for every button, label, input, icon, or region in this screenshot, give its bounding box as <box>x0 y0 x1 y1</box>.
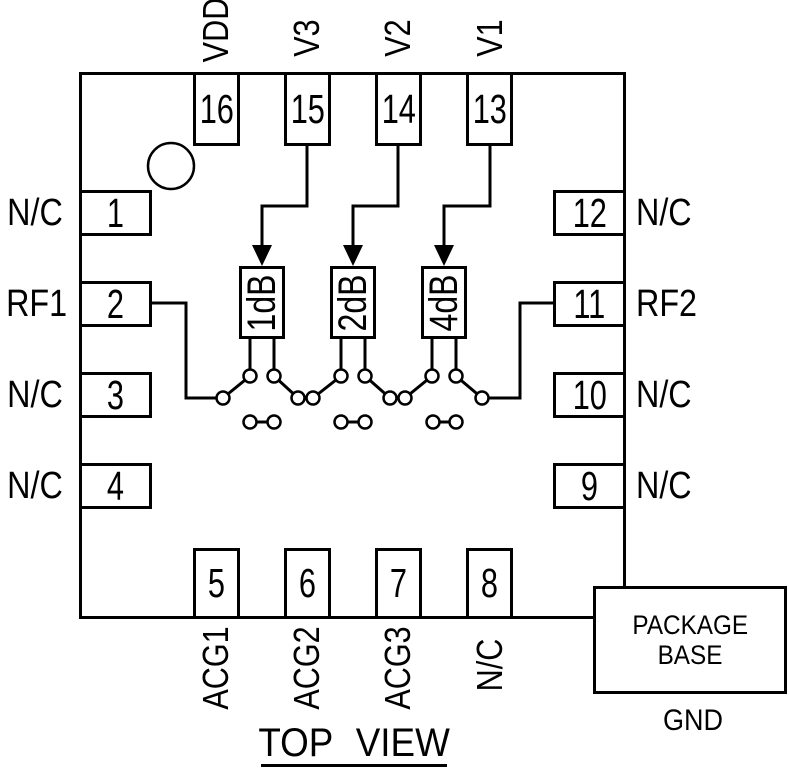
pin-4-number: 4 <box>106 462 125 509</box>
pin-1-label: N/C <box>7 192 63 234</box>
pin-1-number: 1 <box>106 189 125 236</box>
pin-6-number: 6 <box>298 560 317 606</box>
switch-node-circle <box>382 390 398 406</box>
pin-8-box: 8 <box>466 548 513 619</box>
attenuator-4db-label: 4dB <box>422 274 466 332</box>
bypass-contact-circle <box>266 414 282 430</box>
pin-15-number: 15 <box>290 85 325 132</box>
pin-5-number: 5 <box>207 560 226 606</box>
rf2-wire <box>482 301 553 400</box>
pin-8-label: N/C <box>469 638 510 692</box>
pin-7-box: 7 <box>375 548 422 619</box>
switch-contact-circle <box>448 368 464 384</box>
pin-10-number: 10 <box>572 371 607 418</box>
pin-9-number: 9 <box>580 462 599 509</box>
pin-7-label: ACG3 <box>377 626 418 710</box>
down-arrow-icon <box>434 245 454 266</box>
pin-16-label: VDD <box>195 0 236 63</box>
down-arrow-icon <box>343 245 363 266</box>
pin-16-number: 16 <box>199 85 234 132</box>
pin-1-box: 1 <box>79 190 152 236</box>
pin-13-box: 13 <box>466 72 513 146</box>
bypass-contact-circle <box>425 414 441 430</box>
package-base-box: PACKAGE BASE <box>593 586 787 694</box>
pin-9-box: 9 <box>553 463 626 509</box>
top-view-title-text: TOP VIEW <box>258 720 450 765</box>
chip-body-outline <box>79 72 626 619</box>
pin-14-box: 14 <box>375 72 422 146</box>
bypass-contact-circle <box>448 414 464 430</box>
pin-2-box: 2 <box>79 281 152 327</box>
v2-control-wire <box>351 146 400 250</box>
pin-10-label: N/C <box>636 374 692 416</box>
bypass-contact-circle <box>333 414 349 430</box>
attenuator-1db-block <box>239 266 285 339</box>
switch-contact-circle <box>242 368 258 384</box>
pin-8-number: 8 <box>480 560 499 606</box>
down-arrow-icon <box>252 245 272 266</box>
pin-3-label: N/C <box>7 374 63 416</box>
pin-14-label: V2 <box>377 19 418 57</box>
pin-15-box: 15 <box>284 72 331 146</box>
attenuator-2db-label: 2dB <box>331 274 375 332</box>
pin-6-label: ACG2 <box>286 626 327 710</box>
pin-13-number: 13 <box>472 85 507 132</box>
pin-15-label: V3 <box>286 19 327 57</box>
switch-node-circle <box>215 390 231 406</box>
switch-contact-circle <box>424 368 440 384</box>
pin-5-box: 5 <box>193 548 240 619</box>
switch-node-circle <box>305 390 321 406</box>
top-view-title: TOP VIEW <box>258 720 450 767</box>
pin1-indicator-circle <box>146 141 196 191</box>
pin-12-number: 12 <box>572 189 607 236</box>
switch-contact-circle <box>357 368 373 384</box>
pin-11-number: 11 <box>573 280 606 327</box>
pin-10-box: 10 <box>553 372 626 418</box>
attenuator-2db-block <box>330 266 376 339</box>
v1-control-wire <box>442 146 492 250</box>
pin-3-box: 3 <box>79 372 152 418</box>
pin-7-number: 7 <box>389 560 408 606</box>
switch-node-circle <box>474 390 490 406</box>
switch-contact-circle <box>266 368 282 384</box>
pin-13-label: V1 <box>469 19 510 57</box>
package-base-label-line2: BASE <box>657 640 723 670</box>
pin-6-box: 6 <box>284 548 331 619</box>
pin-16-box: 16 <box>193 72 240 146</box>
pin-4-box: 4 <box>79 463 152 509</box>
rf1-wire <box>152 301 223 400</box>
pin-5-label: ACG1 <box>195 626 236 710</box>
pin-2-number: 2 <box>106 280 125 327</box>
pin-11-box: 11 <box>553 281 626 327</box>
switch-contact-circle <box>333 368 349 384</box>
bypass-contact-circle <box>357 414 373 430</box>
switch-node-circle <box>290 390 306 406</box>
gnd-label: GND <box>662 704 723 737</box>
pin-12-label: N/C <box>636 192 692 234</box>
package-base-label-line1: PACKAGE <box>632 610 748 640</box>
pin-9-label: N/C <box>636 465 692 507</box>
pin-11-label: RF2 <box>636 283 698 325</box>
pin-4-label: N/C <box>7 465 63 507</box>
pin-14-number: 14 <box>381 85 416 132</box>
attenuator-4db-block <box>421 266 467 339</box>
attenuator-1db-label: 1dB <box>240 274 284 332</box>
pin-2-label: RF1 <box>6 283 68 325</box>
switch-node-circle <box>397 390 413 406</box>
bypass-contact-circle <box>242 414 258 430</box>
pin-12-box: 12 <box>553 190 626 236</box>
pin-3-number: 3 <box>106 371 125 418</box>
v3-control-wire <box>260 146 309 250</box>
